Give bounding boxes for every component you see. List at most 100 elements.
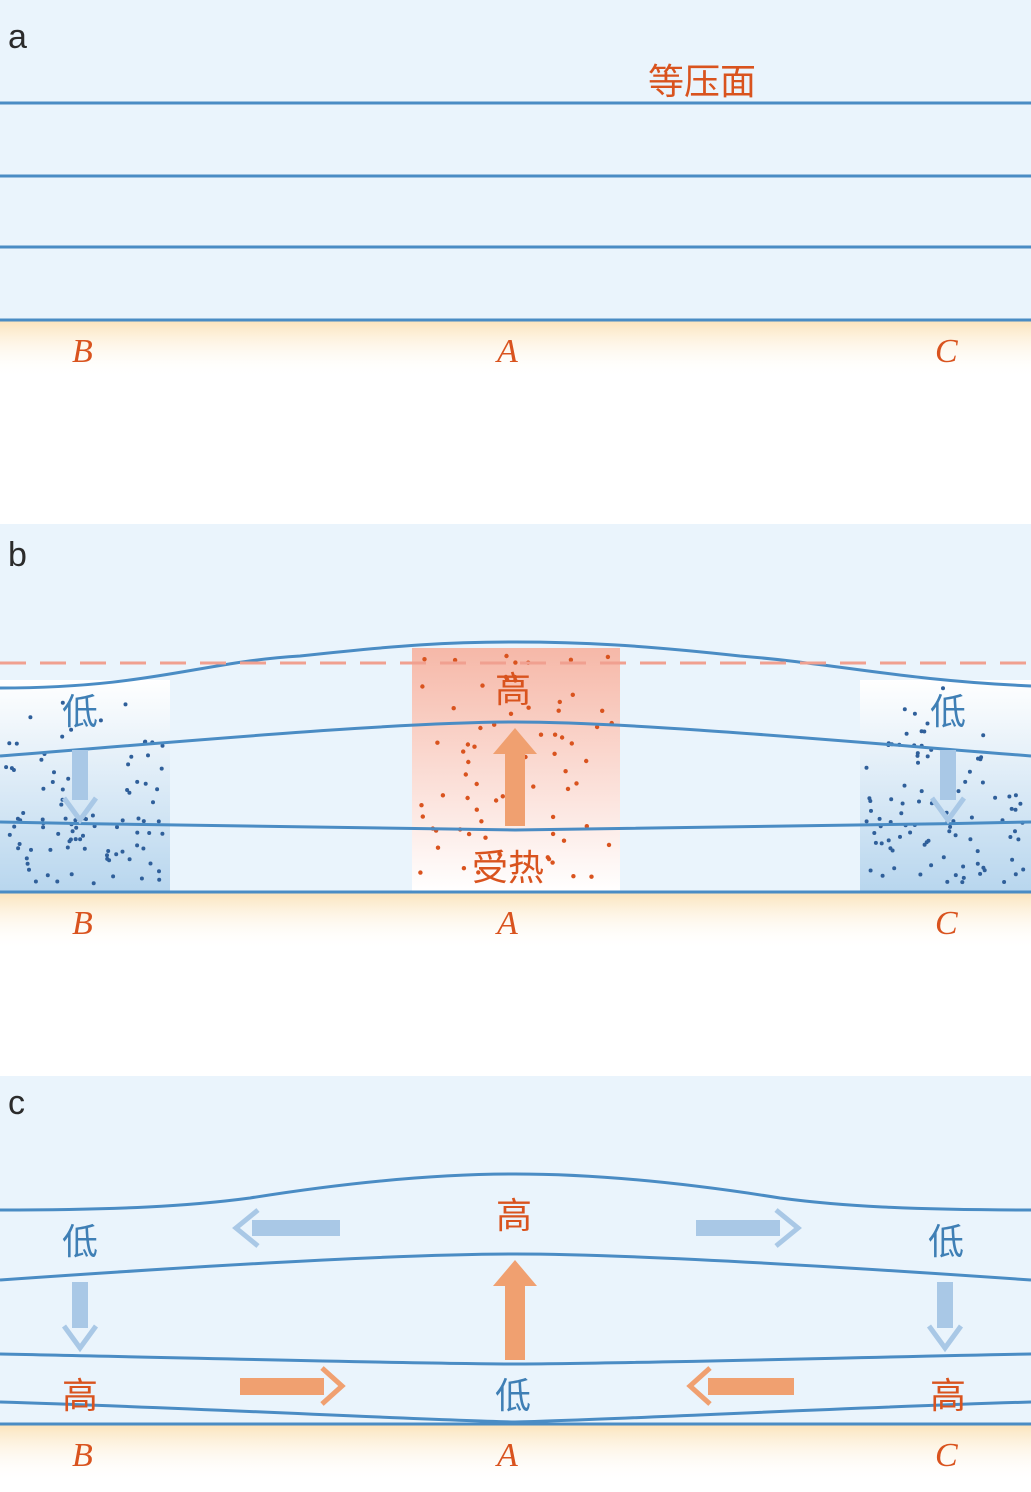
sparse-dots-right — [864, 686, 1026, 885]
air-particle-dot — [904, 731, 909, 736]
lower-low-label-center: 低 — [495, 1376, 531, 1417]
air-particle-dot — [500, 794, 505, 799]
air-particle-dot — [440, 793, 446, 798]
air-particle-dot — [73, 837, 78, 842]
air-particle-dot — [600, 708, 605, 713]
point-b-label: B — [72, 333, 93, 370]
air-particle-dot — [125, 788, 130, 792]
air-particle-dot — [552, 751, 557, 756]
air-particle-dot — [78, 837, 83, 842]
air-particle-dot — [24, 856, 29, 861]
air-particle-dot — [12, 824, 17, 829]
air-particle-dot — [50, 780, 55, 784]
air-particle-dot — [978, 871, 983, 876]
air-particle-dot — [513, 660, 518, 665]
air-particle-dot — [925, 754, 930, 759]
air-particle-dot — [899, 811, 904, 816]
air-particle-dot — [7, 832, 12, 837]
air-particle-dot — [451, 706, 456, 711]
air-particle-dot — [105, 853, 109, 858]
panel-a: a 等压面 B A C — [0, 0, 1031, 378]
air-particle-dot — [550, 814, 556, 820]
air-particle-dot — [902, 783, 907, 788]
air-particle-dot — [115, 825, 119, 830]
panel-b-ground — [0, 892, 1031, 950]
air-particle-dot — [141, 846, 146, 851]
air-particle-dot — [880, 873, 885, 878]
air-particle-dot — [419, 803, 424, 808]
air-particle-dot — [570, 692, 575, 697]
air-particle-dot — [141, 819, 146, 824]
air-particle-dot — [980, 780, 985, 785]
air-particle-dot — [1007, 794, 1012, 799]
air-particle-dot — [461, 866, 467, 871]
air-particle-dot — [435, 845, 441, 850]
point-a-label: A — [495, 905, 518, 942]
air-particle-dot — [559, 735, 565, 740]
air-particle-dot — [556, 708, 561, 713]
air-particle-dot — [1013, 872, 1018, 877]
air-particle-dot — [422, 657, 427, 662]
air-particle-dot — [889, 797, 894, 802]
air-particle-dot — [16, 846, 21, 851]
air-particle-dot — [143, 781, 148, 786]
point-b-label: B — [72, 1437, 93, 1474]
air-particle-dot — [963, 779, 968, 784]
air-particle-dot — [478, 725, 483, 731]
air-particle-dot — [27, 867, 31, 872]
air-particle-dot — [472, 744, 477, 749]
air-particle-dot — [890, 848, 895, 853]
right-arrow-icon — [240, 1366, 346, 1406]
panel-c-ground — [0, 1424, 1031, 1482]
air-particle-dot — [82, 846, 87, 851]
isobar-line — [0, 1252, 1031, 1282]
air-particle-dot — [148, 861, 153, 866]
isobar-line — [0, 1172, 1031, 1212]
air-particle-dot — [1013, 829, 1017, 834]
air-particle-dot — [1010, 857, 1015, 862]
air-particle-dot — [919, 729, 924, 734]
air-particle-dot — [151, 800, 155, 805]
air-particle-dot — [584, 758, 589, 764]
air-particle-dot — [975, 849, 980, 854]
air-particle-dot — [126, 762, 131, 767]
upper-low-label-left: 低 — [62, 1222, 98, 1263]
air-particle-dot — [123, 702, 128, 707]
air-particle-dot — [552, 732, 558, 737]
air-particle-dot — [982, 868, 987, 873]
air-particle-dot — [550, 860, 555, 865]
point-a-label: A — [495, 333, 518, 370]
air-particle-dot — [948, 824, 953, 829]
air-particle-dot — [545, 855, 550, 860]
isobar-line — [0, 820, 1031, 832]
air-particle-dot — [28, 715, 33, 720]
air-particle-dot — [1008, 835, 1013, 839]
air-particle-dot — [605, 654, 611, 660]
heated-dots — [418, 653, 614, 879]
panel-c-letter: c — [8, 1084, 25, 1122]
air-particle-dot — [111, 874, 116, 879]
air-particle-dot — [1009, 806, 1014, 811]
air-particle-dot — [961, 875, 966, 880]
air-particle-dot — [146, 753, 150, 758]
air-particle-dot — [147, 831, 152, 835]
air-particle-dot — [968, 837, 973, 842]
air-particle-dot — [52, 770, 56, 775]
point-b-label: B — [72, 905, 93, 942]
air-particle-dot — [9, 766, 14, 771]
air-particle-dot — [969, 815, 974, 820]
air-particle-dot — [898, 834, 902, 839]
point-c-label: C — [935, 333, 958, 370]
air-particle-dot — [55, 879, 60, 884]
air-particle-dot — [160, 743, 165, 748]
panel-b: b 低 高 低 受热 B A C — [0, 524, 1031, 950]
low-label-left: 低 — [62, 692, 98, 733]
air-particle-dot — [465, 795, 470, 801]
air-particle-dot — [466, 831, 472, 837]
air-particle-dot — [497, 851, 502, 856]
air-particle-dot — [493, 798, 499, 803]
air-particle-dot — [925, 721, 930, 726]
air-particle-dot — [91, 881, 96, 886]
air-particle-dot — [461, 749, 466, 754]
air-particle-dot — [538, 732, 544, 737]
